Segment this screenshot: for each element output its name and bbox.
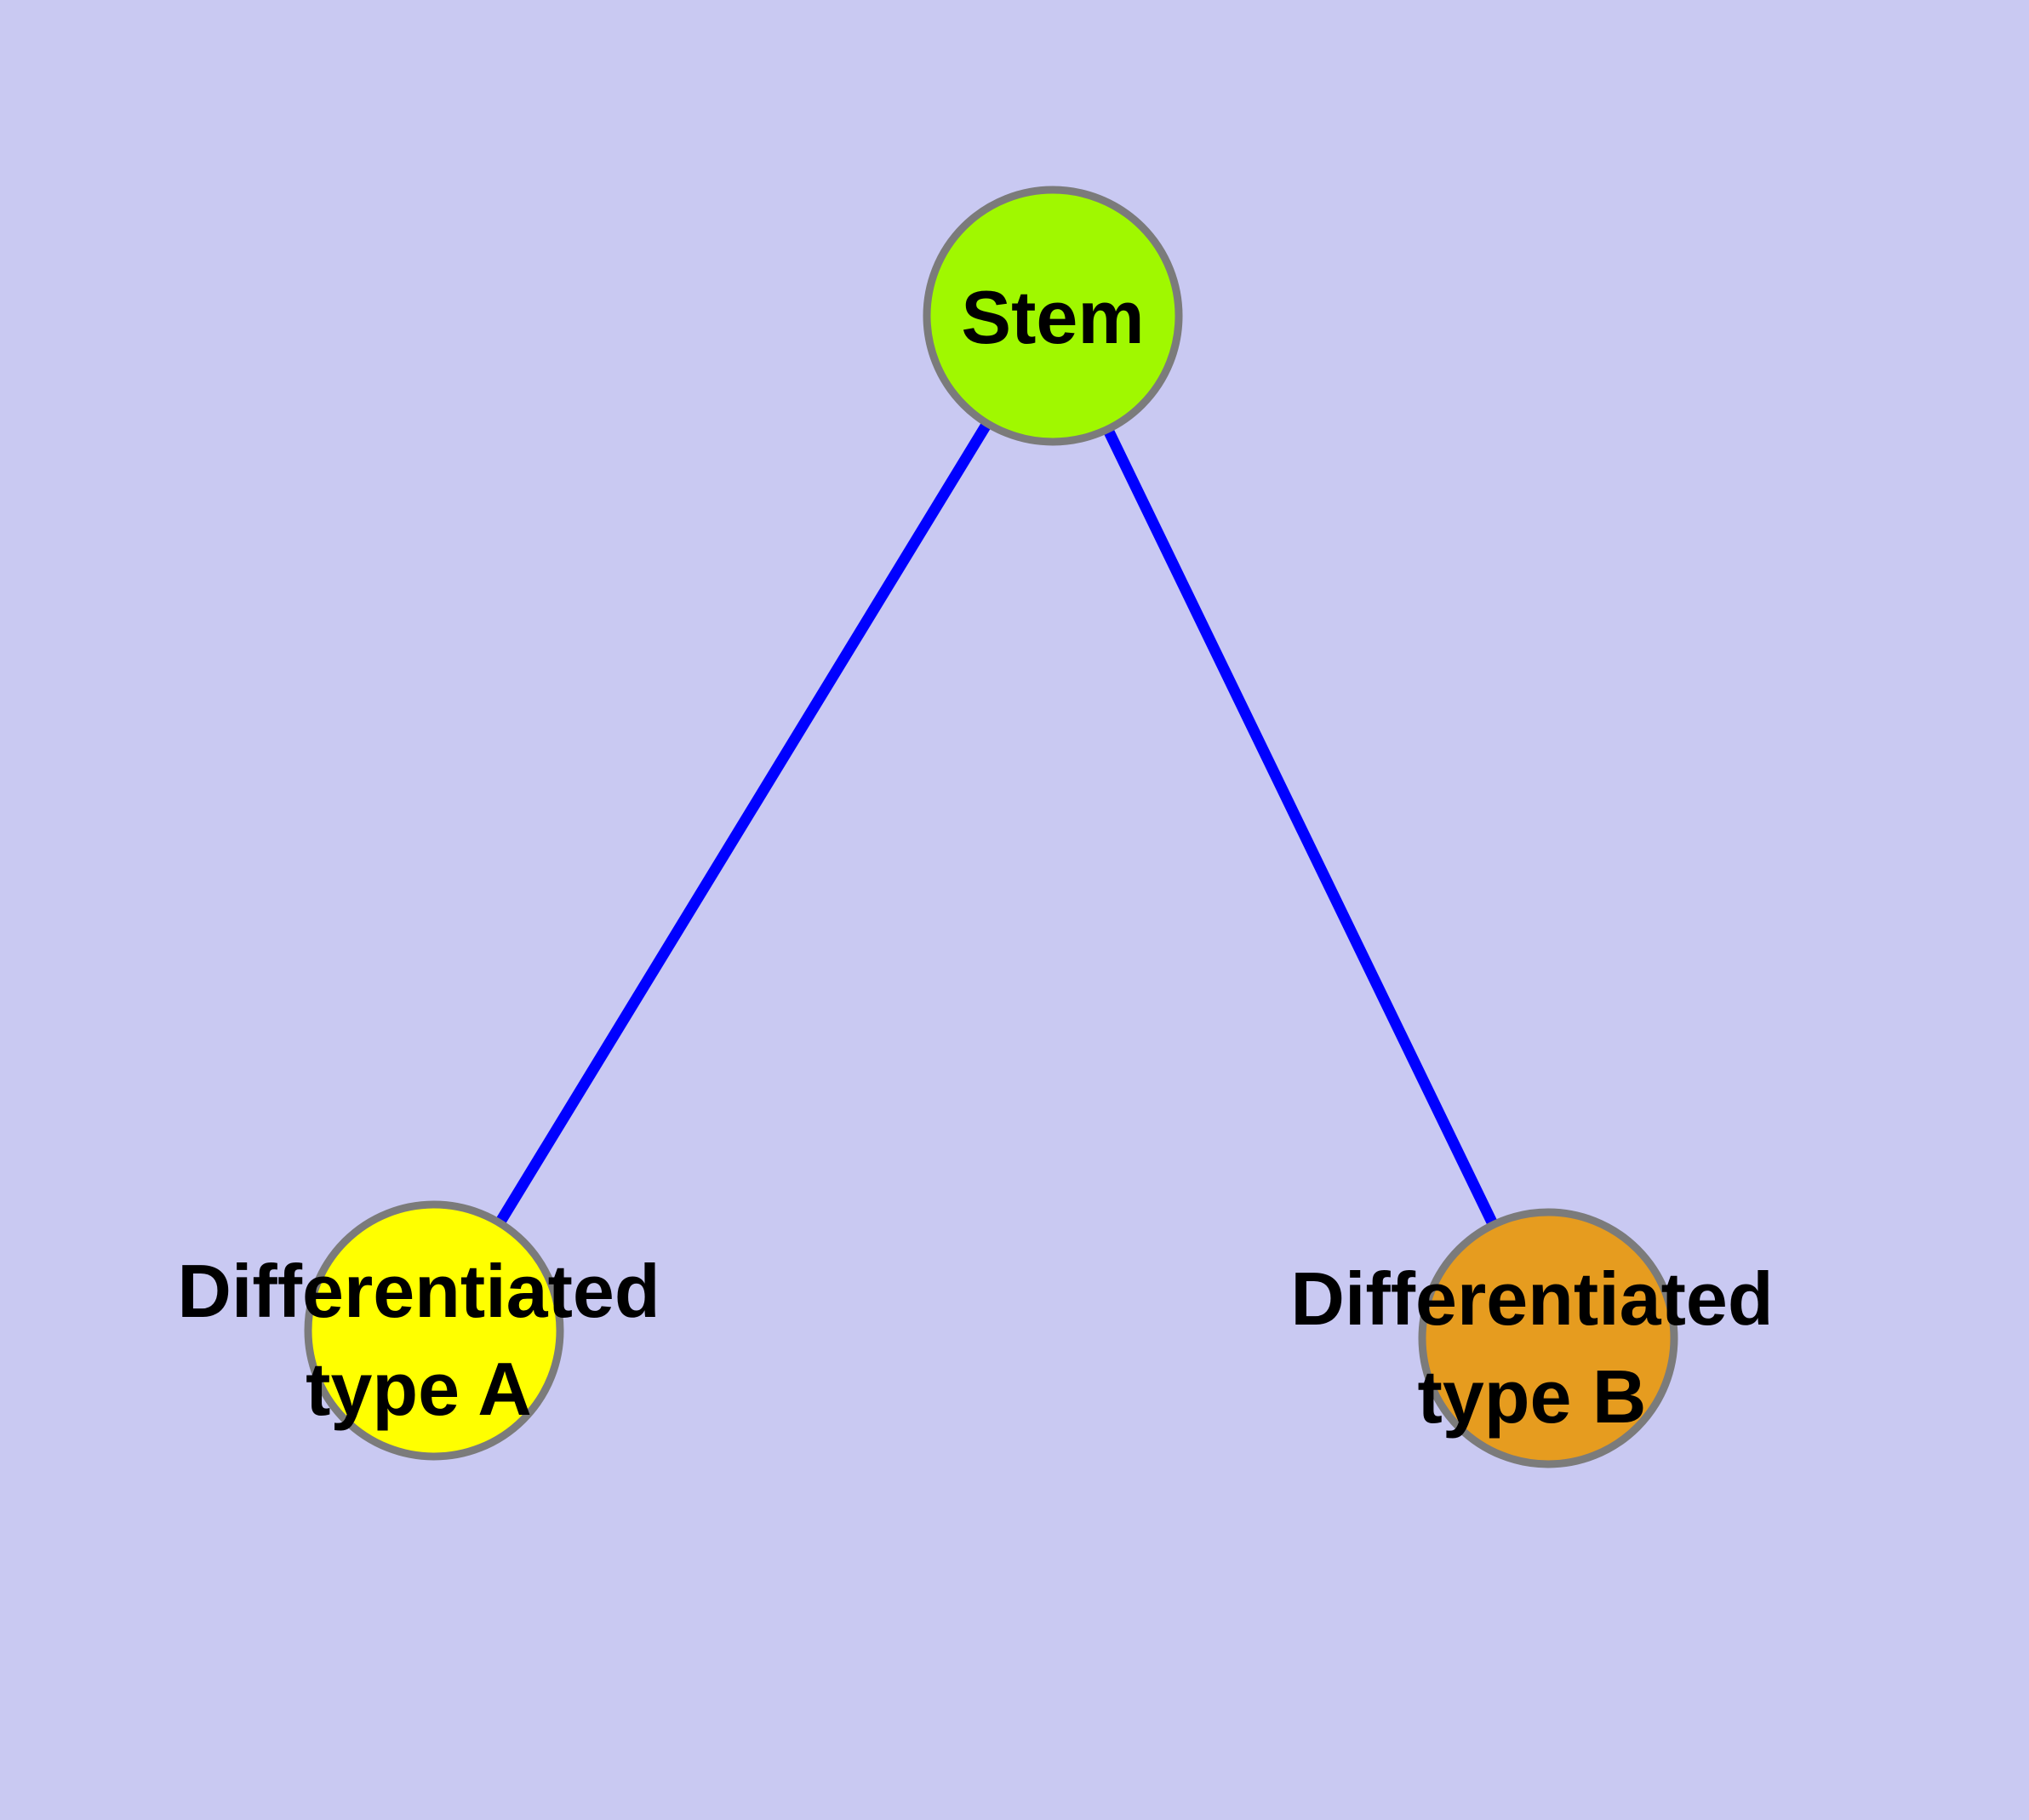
node-stem-label: Stem [961, 275, 1144, 359]
node-differentiated-type-a-circle [304, 1200, 564, 1461]
node-differentiated-type-b-label-line1: Differentiated [1290, 1256, 1773, 1341]
node-differentiated-type-a-label-line2: type A [306, 1347, 532, 1431]
node-differentiated-type-b-label-line2: type B [1418, 1354, 1647, 1439]
edge-stem-to-type-b [1048, 313, 1553, 1341]
node-stem-circle [923, 186, 1183, 446]
node-differentiated-type-a-label-line1: Differentiated [177, 1249, 660, 1333]
node-differentiated-type-b-circle [1418, 1208, 1678, 1468]
edge-stem-to-type-a [429, 312, 1058, 1334]
